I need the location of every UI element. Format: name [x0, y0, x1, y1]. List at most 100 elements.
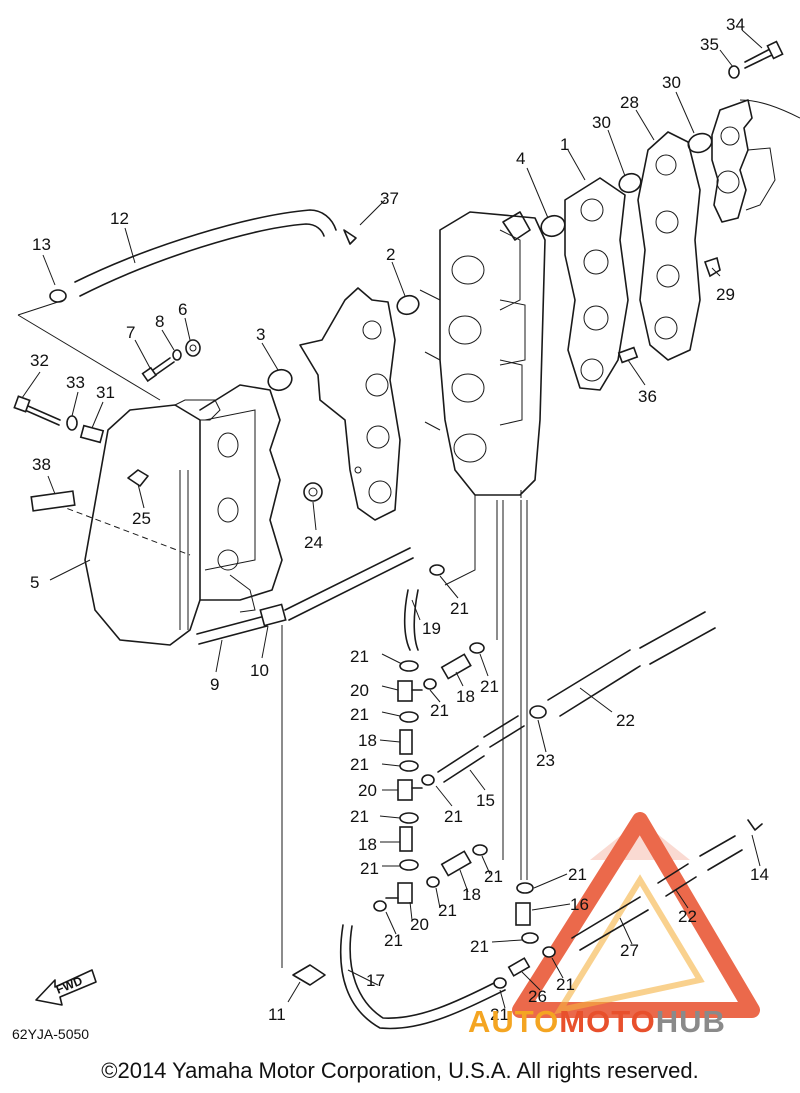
gasket-28 — [637, 131, 701, 361]
callout-21: 21 — [556, 975, 575, 994]
gasket-1 — [564, 177, 629, 391]
callout-12: 12 — [110, 209, 129, 228]
callout-14: 14 — [750, 865, 769, 884]
hose-17 — [339, 924, 506, 1030]
washer-8 — [172, 349, 182, 361]
intake-silencer-5 — [84, 384, 283, 646]
clip-37 — [343, 229, 357, 245]
watermark-wordmark: AUTOMOTOHUB — [468, 1004, 726, 1040]
callout-33: 33 — [66, 373, 85, 392]
callout-17: 17 — [366, 971, 385, 990]
grommet-24 — [303, 482, 323, 502]
callout-27: 27 — [620, 941, 639, 960]
collar-31 — [79, 424, 105, 444]
callout-6: 6 — [178, 300, 187, 319]
hose-15 — [437, 715, 525, 783]
callout-21: 21 — [470, 937, 489, 956]
callout-32: 32 — [30, 351, 49, 370]
fwd-arrow-icon: FWD — [35, 969, 97, 1006]
callout-26: 26 — [528, 987, 547, 1006]
callout-21: 21 — [360, 859, 379, 878]
callout-21: 21 — [438, 901, 457, 920]
callout-18: 18 — [456, 687, 475, 706]
watermark-part-1: AUTO — [468, 1004, 560, 1039]
copyright-notice: ©2014 Yamaha Motor Corporation, U.S.A. A… — [101, 1058, 699, 1083]
bolt-34 — [744, 40, 784, 69]
tee-20-a — [397, 680, 423, 702]
o-ring-30-upper — [687, 132, 713, 154]
grommet-6 — [185, 339, 201, 357]
o-ring-4 — [540, 214, 566, 238]
callout-23: 23 — [536, 751, 555, 770]
hose-22-lower — [657, 835, 743, 897]
hose-22-upper — [547, 611, 716, 717]
hose-9 — [196, 547, 414, 645]
hose-12 — [74, 209, 337, 297]
callout-30: 30 — [592, 113, 611, 132]
callout-21: 21 — [350, 705, 369, 724]
hose-18-c — [440, 653, 472, 680]
clip-14 — [747, 819, 763, 831]
callout-3: 3 — [256, 325, 265, 344]
bolt-32 — [13, 395, 61, 426]
callout-2: 2 — [386, 245, 395, 264]
gasket-2 — [299, 287, 401, 521]
watermark-logo-triangle — [512, 812, 760, 1018]
clip-25 — [127, 469, 149, 487]
callout-35: 35 — [700, 35, 719, 54]
callout-21: 21 — [430, 701, 449, 720]
callout-30: 30 — [662, 73, 681, 92]
callout-21: 21 — [568, 865, 587, 884]
hose-18-d — [440, 850, 472, 877]
clamps-21 — [373, 564, 556, 989]
callout-10: 10 — [250, 661, 269, 680]
callout-labels: 34 35 30 30 28 1 4 29 36 37 12 13 2 3 7 … — [30, 15, 769, 1024]
hose-18-a — [399, 729, 413, 755]
watermark-part-2: MOTO — [559, 1004, 656, 1039]
callout-21: 21 — [480, 677, 499, 696]
callout-21: 21 — [350, 647, 369, 666]
callout-9: 9 — [210, 675, 219, 694]
callout-37: 37 — [380, 189, 399, 208]
callout-5: 5 — [30, 573, 39, 592]
callout-20: 20 — [358, 781, 377, 800]
bolt-7 — [141, 357, 175, 383]
fuel-line-group — [403, 495, 528, 880]
tee-20-b — [397, 779, 423, 801]
callout-8: 8 — [155, 312, 164, 331]
callout-25: 25 — [132, 509, 151, 528]
grommet-29 — [703, 256, 721, 278]
callout-21: 21 — [350, 807, 369, 826]
callout-13: 13 — [32, 235, 51, 254]
callout-34: 34 — [726, 15, 745, 34]
callout-20: 20 — [410, 915, 429, 934]
exhaust-bracket — [711, 99, 800, 223]
washer-35 — [728, 65, 740, 79]
callout-36: 36 — [638, 387, 657, 406]
callout-21: 21 — [484, 867, 503, 886]
callout-19: 19 — [422, 619, 441, 638]
clamp-11 — [292, 964, 326, 986]
callout-7: 7 — [126, 323, 135, 342]
callout-31: 31 — [96, 383, 115, 402]
carburetor-assembly — [419, 211, 546, 498]
callout-18: 18 — [358, 731, 377, 750]
o-ring-2 — [396, 294, 420, 316]
label-38 — [30, 490, 76, 512]
callout-24: 24 — [304, 533, 323, 552]
callout-22: 22 — [616, 711, 635, 730]
watermark-part-3: HUB — [655, 1004, 726, 1039]
callout-18: 18 — [358, 835, 377, 854]
hose-27 — [571, 896, 649, 951]
callout-22: 22 — [678, 907, 697, 926]
callout-18: 18 — [462, 885, 481, 904]
o-ring-30-lower — [618, 172, 642, 194]
joint-10 — [259, 603, 287, 627]
joint-26 — [507, 957, 531, 977]
callout-16: 16 — [570, 895, 589, 914]
leader-lines — [21, 29, 763, 1009]
callout-15: 15 — [476, 791, 495, 810]
washer-33 — [66, 415, 78, 431]
callout-20: 20 — [350, 681, 369, 700]
